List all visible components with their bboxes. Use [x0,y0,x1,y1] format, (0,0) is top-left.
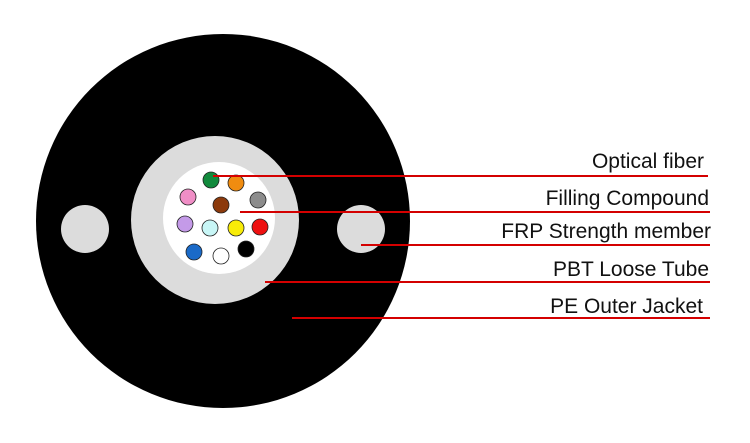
component-labels: Optical fiber Filling Compound FRP Stren… [501,150,711,318]
label-frp-strength-member: FRP Strength member [501,220,711,243]
optical-fiber-pink [179,188,197,206]
optical-fiber-brown [212,196,230,214]
optical-fiber-black [237,240,255,258]
optical-fiber-yellow [227,219,245,237]
optical-fiber-aqua [201,219,219,237]
leader-lines [213,175,710,319]
label-filling-compound: Filling Compound [546,187,709,210]
optical-fiber-blue [185,243,203,261]
frp-strength-member-right [337,205,385,253]
frp-strength-member-left [61,205,109,253]
label-pe-outer-jacket: PE Outer Jacket [550,295,703,318]
optical-fiber-green [202,171,220,189]
label-pbt-loose-tube: PBT Loose Tube [553,258,709,281]
optical-fiber-violet [176,215,194,233]
label-optical-fiber: Optical fiber [592,150,704,173]
optical-fiber-gray [249,191,267,209]
optical-fiber-orange [227,174,245,192]
optical-fiber-white [212,247,230,265]
optical-fiber-red [251,218,269,236]
optical-fibers [176,171,269,265]
